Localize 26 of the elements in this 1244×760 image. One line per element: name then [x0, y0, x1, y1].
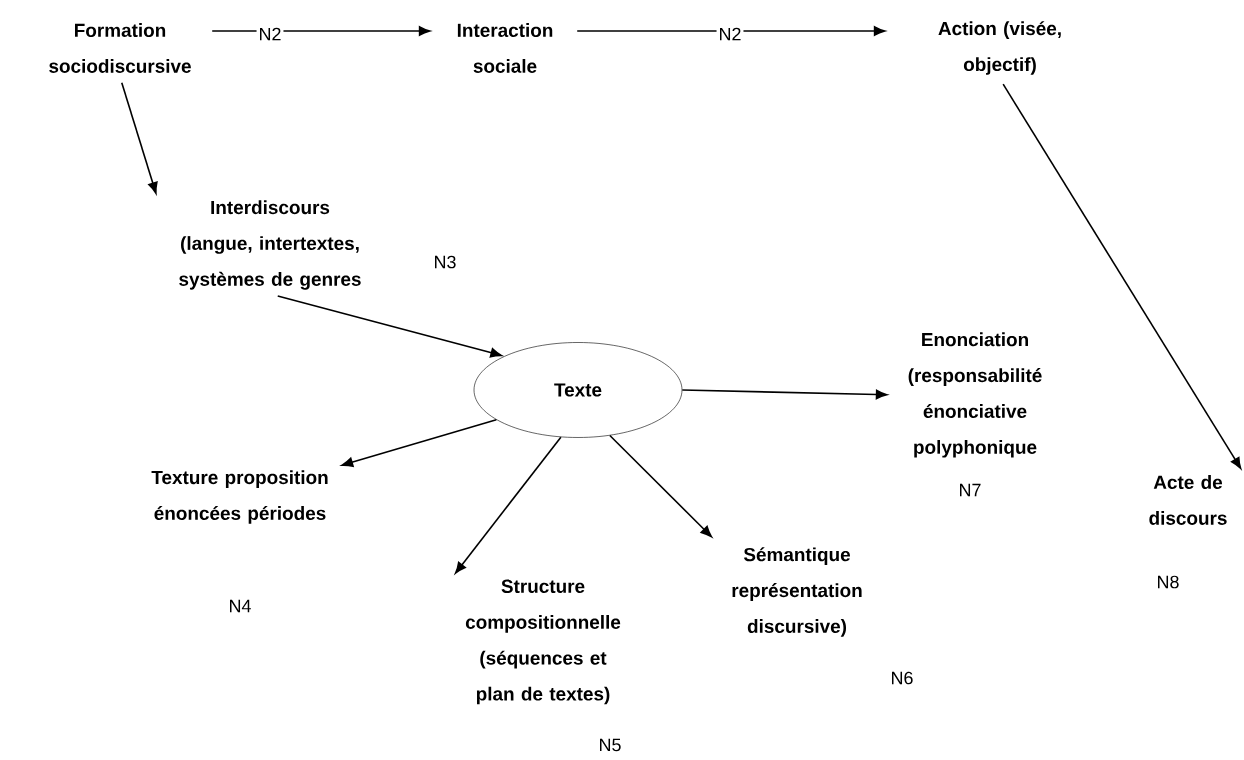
concept-label: Texture proposition énoncées périodes	[151, 470, 328, 524]
concept-label: Enonciation (responsabilité énonciative polyphonique	[908, 332, 1042, 458]
level-label: N7	[960, 483, 981, 497]
arrow	[276, 295, 502, 358]
concept-label: Sémantique représentation discursive)	[732, 547, 862, 637]
arrow	[341, 418, 498, 468]
concept-label: Formation sociodiscursive	[49, 23, 191, 73]
concept-label: Interdiscours (langue, intertextes, systèmes de genres	[179, 200, 361, 290]
level-label: N8	[1158, 575, 1179, 589]
arrow	[681, 389, 888, 400]
arrow	[576, 26, 886, 36]
level-label: N5	[600, 738, 621, 752]
level-label: N6	[892, 671, 913, 685]
arrow	[211, 26, 431, 36]
edge-label: N2	[716, 25, 744, 43]
arrow	[454, 436, 562, 574]
concept-label: Acte de discours	[1149, 475, 1227, 525]
level-label: N4	[230, 599, 251, 613]
level-label: N3	[435, 255, 456, 269]
arrow	[121, 82, 158, 194]
arrow	[609, 434, 713, 538]
concept-label: Action (visée, objectif)	[938, 21, 1061, 75]
concept-label: Structure compositionnelle (séquences et plan de textes)	[465, 579, 621, 705]
concept-label: Interaction sociale	[457, 23, 553, 73]
arrow	[1002, 83, 1242, 470]
edge-label: N2	[256, 25, 284, 43]
